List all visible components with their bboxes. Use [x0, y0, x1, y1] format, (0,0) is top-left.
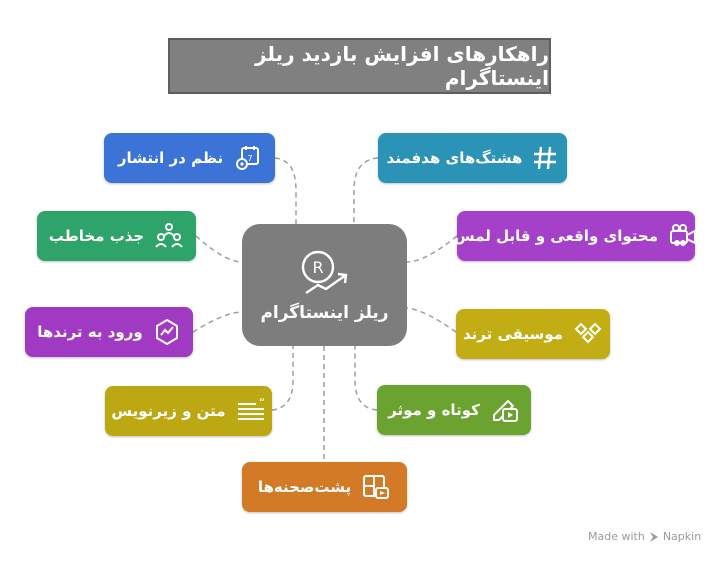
node-audience: جذب مخاطب [37, 211, 196, 261]
hashtag-icon [534, 146, 557, 170]
people-icon [155, 223, 184, 248]
footer-brand: Napkin [662, 530, 702, 543]
svg-text:R: R [312, 258, 323, 277]
svg-text:“: “ [258, 398, 264, 410]
link-short [354, 346, 378, 411]
node-authentic-label: محتوای واقعی و قابل لمس [453, 227, 659, 245]
edit-video-icon [492, 399, 518, 422]
link-schedule [274, 157, 297, 224]
trend-badge-icon [155, 318, 178, 346]
caption-quote-icon: “ [237, 398, 265, 420]
link-authentic [406, 235, 458, 263]
node-music-label: موسیقی ترند [462, 325, 564, 343]
link-music [406, 307, 457, 333]
node-music: موسیقی ترند [456, 309, 610, 359]
link-trends [192, 311, 243, 333]
reels-growth-icon: R [301, 250, 347, 294]
center-node: R ریلز اینستاگرام [242, 224, 407, 346]
svg-text:7: 7 [248, 154, 253, 163]
node-behind: پشت‌صحنه‌ها [242, 462, 407, 512]
node-short-label: کوتاه و موثر [388, 401, 480, 419]
node-captions: “ متن و زیرنویس [105, 386, 272, 436]
link-hashtags [353, 157, 379, 224]
node-schedule-label: نظم در انتشار [117, 149, 224, 167]
node-trends: ورود به ترندها [25, 307, 193, 357]
music-diamonds-icon [574, 322, 602, 344]
node-short: کوتاه و موثر [377, 385, 531, 435]
node-schedule: 7 نظم در انتشار [104, 133, 275, 183]
node-captions-label: متن و زیرنویس [111, 402, 226, 420]
node-behind-label: پشت‌صحنه‌ها [257, 478, 352, 496]
link-audience [195, 235, 243, 263]
footer-credit: Made with Napkin [588, 530, 701, 543]
behind-scenes-icon [363, 475, 390, 499]
node-audience-label: جذب مخاطب [48, 227, 145, 245]
link-captions [271, 346, 294, 411]
node-trends-label: ورود به ترندها [37, 323, 143, 341]
napkin-logo-icon [649, 531, 658, 542]
node-hashtags: هشتگ‌های هدفمند [378, 133, 567, 183]
node-hashtags-label: هشتگ‌های هدفمند [386, 149, 523, 167]
diagram-title: راهکارهای افزایش بازدید ریلز اینستاگرام [168, 38, 551, 94]
video-camera-icon [670, 224, 697, 246]
center-label: ریلز اینستاگرام [260, 303, 389, 323]
calendar-gear-icon: 7 [236, 146, 260, 170]
footer-made-with: Made with [588, 530, 645, 543]
node-authentic: محتوای واقعی و قابل لمس [453, 211, 697, 261]
